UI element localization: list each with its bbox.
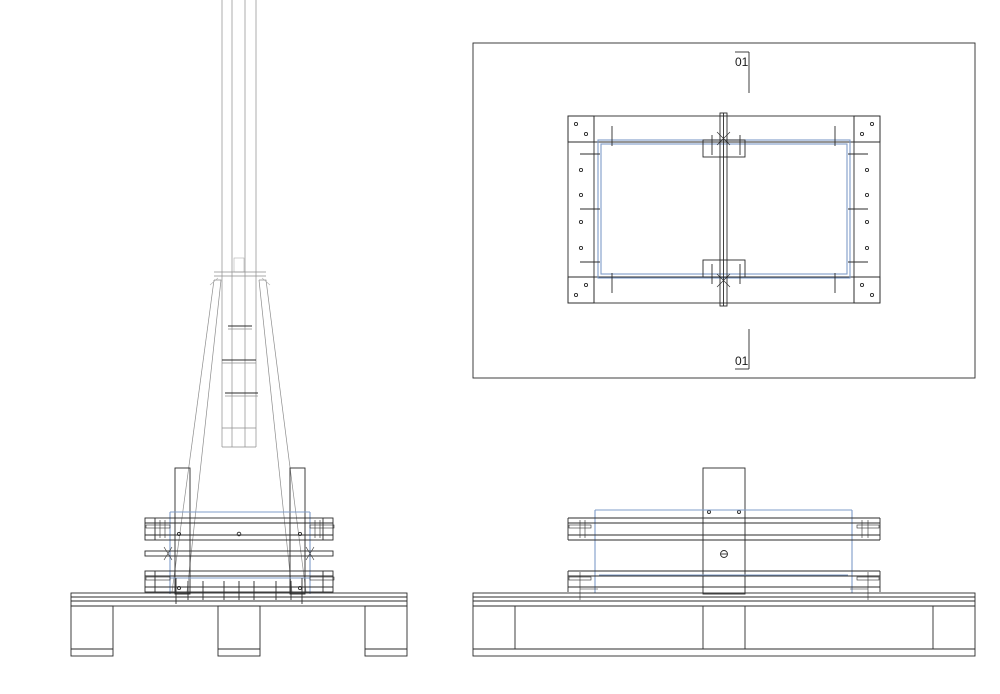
front-tie-rod-frame <box>594 509 853 593</box>
section-label-top: 01 <box>735 55 749 69</box>
tapered-support-legs <box>171 277 307 593</box>
section-label-bottom: 01 <box>735 354 749 368</box>
ladder-rungs <box>222 325 258 397</box>
section-marker-top: 01 <box>735 51 750 93</box>
plan-tie-rod-frame <box>597 139 851 279</box>
upper-beam <box>144 517 335 541</box>
mast <box>214 0 266 448</box>
plan-frame <box>472 42 976 379</box>
central-spine <box>719 112 728 307</box>
section-marker-bottom: 01 <box>735 329 750 370</box>
upright-posts <box>174 467 306 595</box>
pallet-front <box>472 592 976 657</box>
plan-view: 01 01 <box>472 42 976 379</box>
center-post <box>702 467 746 595</box>
plan-nails <box>580 126 868 293</box>
plan-base <box>567 115 881 304</box>
pallet-side <box>70 592 408 657</box>
front-elevation-view <box>472 467 976 657</box>
rail-holes <box>578 167 870 251</box>
front-lower-beam <box>567 570 881 600</box>
side-elevation-view <box>70 0 408 657</box>
spine-brackets <box>702 131 746 288</box>
deck-nails <box>175 578 303 604</box>
front-upper-beam <box>567 517 881 541</box>
middle-strap <box>144 546 334 561</box>
